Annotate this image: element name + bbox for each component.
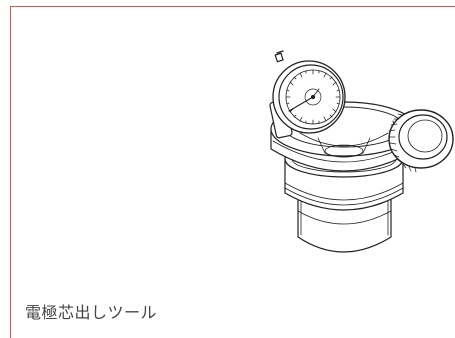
dial-gauge-icon xyxy=(272,50,346,134)
product-image[interactable] xyxy=(243,41,455,271)
product-card[interactable]: 電極芯出しツール xyxy=(10,6,455,338)
side-knob xyxy=(388,109,454,173)
product-caption[interactable]: 電極芯出しツール xyxy=(25,303,158,322)
